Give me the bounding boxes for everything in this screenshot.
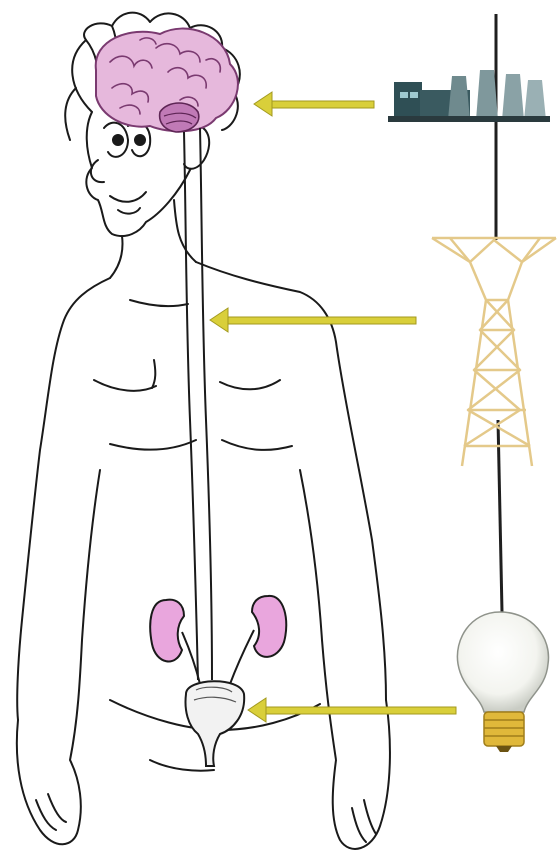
- brain: [96, 29, 238, 132]
- transmission-tower-icon: [432, 238, 556, 466]
- light-bulb-icon: [457, 612, 548, 752]
- kidneys: [150, 596, 286, 684]
- bladder: [186, 681, 245, 766]
- cerebellum: [160, 103, 199, 132]
- arrow-tower-to-spinal-cord: [210, 308, 416, 332]
- left-kidney: [150, 600, 184, 662]
- left-hand: [17, 720, 81, 844]
- spinal-cord: [184, 128, 212, 680]
- arrow-power-plant-to-brain: [254, 92, 374, 116]
- ear: [184, 126, 209, 169]
- arrows: [210, 92, 456, 722]
- arrow-bulb-to-bladder: [248, 698, 456, 722]
- right-kidney: [252, 596, 286, 657]
- power-plant-icon: [388, 70, 550, 122]
- right-hand: [333, 700, 390, 849]
